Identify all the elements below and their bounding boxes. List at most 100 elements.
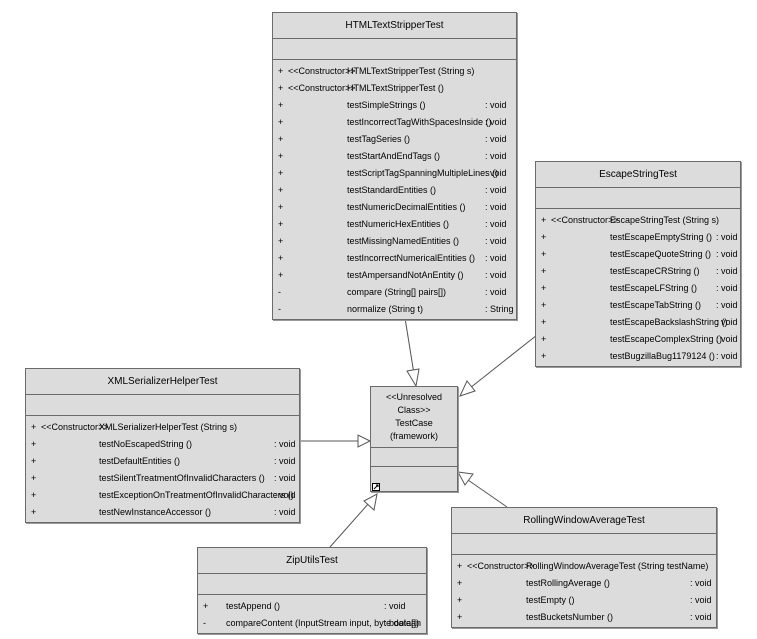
generalization-line-html xyxy=(404,317,415,375)
visibility-marker: + xyxy=(203,601,209,611)
operation-name: testIncorrectTagWithSpacesInside () xyxy=(347,117,492,127)
class-attributes xyxy=(273,39,516,60)
operation-name: testScriptTagSpanningMultipleLines () xyxy=(347,168,499,178)
class-operations xyxy=(371,467,457,493)
operation-row[interactable]: + <<Constructor>>EscapeStringTest (String… xyxy=(536,212,740,229)
visibility-marker: + xyxy=(278,168,284,178)
operation-name: EscapeStringTest (String s) xyxy=(610,215,720,225)
visibility-marker: + xyxy=(31,507,37,517)
operation-row[interactable]: +testRollingAverage (): void xyxy=(452,575,716,592)
operation-return-type: : void xyxy=(716,317,738,327)
operation-return-type: : void xyxy=(716,283,738,293)
link-icon xyxy=(372,483,380,491)
operation-name: testNumericDecimalEntities () xyxy=(347,202,466,212)
operation-row[interactable]: -compare (String[] pairs[]): void xyxy=(273,284,516,301)
operation-row[interactable]: +testSilentTreatmentOfInvalidCharacters … xyxy=(26,470,299,487)
class-stereotype: <<Unresolved Class>> xyxy=(385,392,443,415)
operation-return-type: : void xyxy=(485,134,507,144)
operation-row[interactable]: -normalize (String t): String xyxy=(273,301,516,318)
visibility-marker: + xyxy=(457,595,463,605)
operation-row[interactable]: +testNoEscapedString (): void xyxy=(26,436,299,453)
class-rolling[interactable]: RollingWindowAverageTest+<<Constructor>>… xyxy=(451,507,717,628)
operation-row[interactable]: + testIncorrectTagWithSpacesInside (): vo… xyxy=(273,114,516,131)
operation-stereotype: <<Constructor>> xyxy=(288,66,356,76)
visibility-marker: + xyxy=(278,66,284,76)
visibility-marker: + xyxy=(541,351,547,361)
operation-row[interactable]: +testMissingNamedEntities (): void xyxy=(273,233,516,250)
operation-name: testEscapeQuoteString () xyxy=(610,249,712,259)
operation-return-type: : boolean xyxy=(384,618,422,628)
operation-row[interactable]: +testEscapeBackslashString (): void xyxy=(536,314,740,331)
operation-row[interactable]: +testEmpty (): void xyxy=(452,592,716,609)
operation-row[interactable]: +testTagSeries (): void xyxy=(273,131,516,148)
operation-row[interactable]: +testBugzillaBug1179124 (): void xyxy=(536,348,740,365)
class-zip[interactable]: ZipUtilsTest+testAppend (): void-compare… xyxy=(197,547,427,634)
operation-row[interactable]: +testNumericDecimalEntities (): void xyxy=(273,199,516,216)
operation-return-type: : void xyxy=(716,266,738,276)
class-html[interactable]: HTMLTextStripperTest+<<Constructor>>HTML… xyxy=(272,12,517,320)
operation-row[interactable]: -compareContent (InputStream input, byte… xyxy=(198,615,426,632)
visibility-marker: + xyxy=(541,283,547,293)
operation-return-type: : void xyxy=(485,202,507,212)
operation-return-type: : void xyxy=(716,300,738,310)
visibility-marker: + xyxy=(31,456,37,466)
class-testcase[interactable]: <<Unresolved Class>> TestCase (framework… xyxy=(370,386,458,492)
class-attributes xyxy=(536,188,740,209)
operation-row[interactable]: +<<Constructor>>HTMLTextStripperTest () xyxy=(273,80,516,97)
operation-row[interactable]: +testDefaultEntities (): void xyxy=(26,453,299,470)
operation-return-type: : void xyxy=(716,351,738,361)
operation-row[interactable]: +testStandardEntities (): void xyxy=(273,182,516,199)
class-attributes xyxy=(198,574,426,595)
operation-row[interactable]: +testExceptionOnTreatmentOfInvalidCharac… xyxy=(26,487,299,504)
visibility-marker: + xyxy=(278,134,284,144)
operation-row[interactable]: +testNumericHexEntities (): void xyxy=(273,216,516,233)
visibility-marker: + xyxy=(457,561,463,571)
operation-return-type: : void xyxy=(485,270,507,280)
operation-return-type: : void xyxy=(485,117,507,127)
operation-name: compareContent (InputStream input, byte … xyxy=(226,618,420,628)
visibility-marker: + xyxy=(278,117,284,127)
operation-name: HTMLTextStripperTest (String s) xyxy=(347,66,475,76)
operation-row[interactable]: +testEscapeEmptyString (): void xyxy=(536,229,740,246)
operation-name: testStandardEntities () xyxy=(347,185,437,195)
operation-row[interactable]: +testNewInstanceAccessor (): void xyxy=(26,504,299,521)
operation-row[interactable]: +testAppend (): void xyxy=(198,598,426,615)
visibility-marker: + xyxy=(31,422,37,432)
operation-row[interactable]: +testStartAndEndTags (): void xyxy=(273,148,516,165)
operation-stereotype: <<Constructor>> xyxy=(551,215,619,225)
operation-name: RollingWindowAverageTest (String testNam… xyxy=(526,561,709,571)
visibility-marker: + xyxy=(278,151,284,161)
operation-row[interactable]: +testBucketsNumber (): void xyxy=(452,609,716,626)
operation-return-type: : void xyxy=(485,287,507,297)
operation-row[interactable]: +testSimpleStrings (): void xyxy=(273,97,516,114)
generalization-line-zip xyxy=(329,502,370,548)
visibility-marker: + xyxy=(541,334,547,344)
generalization-arrowhead-html xyxy=(406,368,420,388)
class-header: <<Unresolved Class>> TestCase (framework… xyxy=(371,387,457,448)
operation-stereotype: <<Constructor>> xyxy=(467,561,535,571)
operation-stereotype: <<Constructor>> xyxy=(288,83,356,93)
operation-row[interactable]: +testEscapeTabString (): void xyxy=(536,297,740,314)
operation-name: testNoEscapedString () xyxy=(99,439,193,449)
operation-return-type: : void xyxy=(485,236,507,246)
operation-row[interactable]: +testEscapeComplexString (): void xyxy=(536,331,740,348)
operation-return-type: : void xyxy=(716,334,738,344)
class-escape[interactable]: EscapeStringTest+<<Constructor>>EscapeSt… xyxy=(535,161,741,367)
operation-row[interactable]: +testScriptTagSpanningMultipleLines (): … xyxy=(273,165,516,182)
visibility-marker: + xyxy=(31,490,37,500)
operation-row[interactable]: +testEscapeQuoteString (): void xyxy=(536,246,740,263)
generalization-arrowhead-zip xyxy=(363,493,378,511)
operation-row[interactable]: +testIncorrectNumericalEntities (): void xyxy=(273,250,516,267)
operation-row[interactable]: +<<Constructor>>XMLSerializerHelperTest … xyxy=(26,419,299,436)
operation-row[interactable]: +testAmpersandNotAnEntity (): void xyxy=(273,267,516,284)
operation-row[interactable]: +testEscapeLFString (): void xyxy=(536,280,740,297)
operation-row[interactable]: + <<Constructor>>HTMLTextStripperTest (St… xyxy=(273,63,516,80)
operation-row[interactable]: +testEscapeCRString (): void xyxy=(536,263,740,280)
class-name: HTMLTextStripperTest xyxy=(273,13,516,39)
class-operations: +<<Constructor>>XMLSerializerHelperTest … xyxy=(26,416,299,521)
class-xml[interactable]: XMLSerializerHelperTest+<<Constructor>>X… xyxy=(25,368,300,523)
visibility-marker: + xyxy=(31,439,37,449)
visibility-marker: + xyxy=(541,215,547,225)
operation-row[interactable]: + <<Constructor>>RollingWindowAverageTest… xyxy=(452,558,716,575)
